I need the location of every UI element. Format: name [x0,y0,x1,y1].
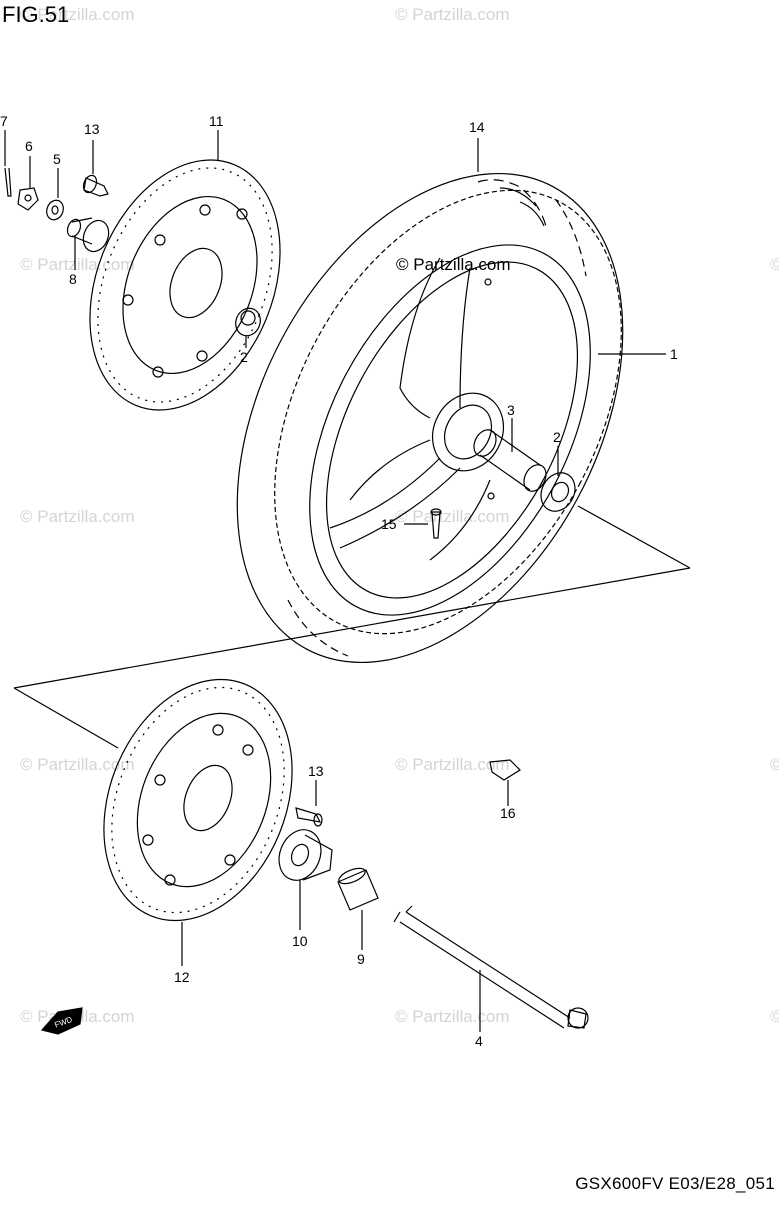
callout-1: 1 [670,346,678,362]
callout-3: 3 [507,402,515,418]
axle-4 [393,905,589,1029]
callout-6: 6 [25,138,33,154]
bolt-13-lower [295,807,323,827]
bolt-13-top [82,174,109,197]
callout-4: 4 [475,1033,483,1049]
callout-16: 16 [500,805,516,821]
callout-2-right: 2 [553,429,561,445]
callout-7: 7 [0,113,8,129]
spacer-9 [337,867,379,911]
collar-10 [278,829,333,881]
clip-7 [4,167,12,197]
svg-text:© Partzilla.com: © Partzilla.com [770,255,779,274]
clip-16 [489,759,521,781]
svg-text:© Partzilla.com: © Partzilla.com [395,755,510,774]
tire [236,172,624,664]
svg-text:© Partzilla.com: © Partzilla.com [770,1007,779,1026]
callout-9: 9 [357,951,365,967]
callout-13-lower: 13 [308,763,324,779]
spacer-3 [473,429,547,492]
svg-text:© Partzilla.com: © Partzilla.com [395,5,510,24]
callout-14: 14 [469,119,485,135]
watermark-dark: © Partzilla.com [396,255,511,274]
callout-11: 11 [209,113,224,129]
bearing-2-right [540,472,576,512]
valve-15 [430,508,442,539]
alignment-lines [13,505,691,749]
brake-disc-12 [103,678,293,922]
svg-text:© Partzilla.com: © Partzilla.com [770,755,779,774]
figure-title: FIG.51 [2,2,70,27]
bearing-2-left [235,307,261,337]
fwd-arrow-icon: FWD [40,1007,83,1035]
callout-labels: 1 2 2 3 4 5 6 7 8 9 10 11 12 13 13 14 15… [0,113,678,1049]
callout-5: 5 [53,151,61,167]
washer-5 [46,199,64,221]
watermark-layer: © Partzilla.com © Partzilla.com © Partzi… [20,5,779,1026]
callout-12: 12 [174,969,190,985]
diagram-code: GSX600FV E03/E28_051 [575,1174,775,1193]
callout-2-left: 2 [240,349,248,365]
leader-lines [4,130,666,1032]
svg-text:© Partzilla.com: © Partzilla.com [395,1007,510,1026]
svg-text:© Partzilla.com: © Partzilla.com [20,5,135,24]
svg-text:© Partzilla.com: © Partzilla.com [20,507,135,526]
svg-text:© Partzilla.com: © Partzilla.com [395,507,510,526]
svg-text:© Partzilla.com: © Partzilla.com [20,255,135,274]
brake-disc-11 [89,159,281,411]
callout-13-top: 13 [84,121,100,137]
bearing-8 [66,217,110,253]
callout-15: 15 [381,516,397,532]
nut-6 [17,187,39,211]
callout-8: 8 [69,271,77,287]
callout-10: 10 [292,933,308,949]
svg-text:© Partzilla.com: © Partzilla.com [20,755,135,774]
